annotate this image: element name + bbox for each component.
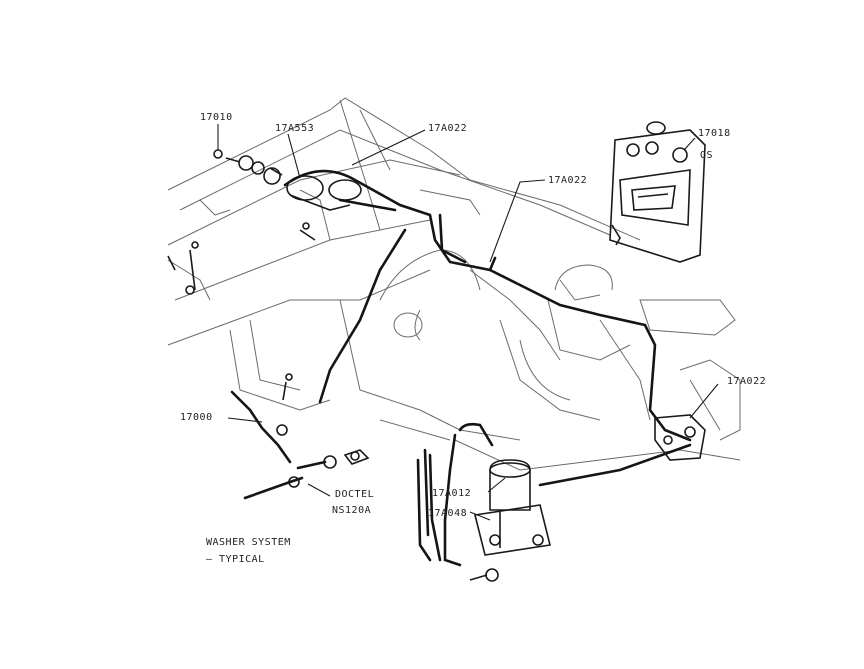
caption-line-1: WASHER SYSTEM	[206, 537, 291, 548]
callout-17a012: 17A012	[432, 488, 471, 499]
washer-hoses	[283, 169, 692, 442]
lower-check-valve	[230, 373, 370, 500]
washer-reservoir	[609, 121, 706, 263]
callout-17a553: 17A553	[275, 123, 314, 134]
right-connector-block	[654, 414, 706, 461]
callout-qs: QS	[700, 150, 713, 161]
callout-17018: 17018	[698, 128, 731, 139]
vehicle-body-outline	[167, 97, 741, 471]
callout-17a048: 17A048	[428, 508, 467, 519]
caption-line-2: — TYPICAL	[206, 554, 265, 565]
diagram-caption: WASHER SYSTEM — TYPICAL	[206, 537, 291, 565]
callout-17a022-middle: 17A022	[548, 175, 587, 186]
callout-labels: 17010 17A553 17A022 17A022 17018 QS 17A0…	[180, 112, 766, 519]
callout-17a022-top: 17A022	[428, 123, 467, 134]
washer-pump	[416, 422, 692, 582]
callout-17010: 17010	[200, 112, 233, 123]
callout-doctel: DOCTEL	[335, 489, 374, 500]
callout-ns120a: NS120A	[332, 505, 371, 516]
leader-lines	[217, 124, 719, 521]
callout-17000: 17000	[180, 412, 213, 423]
callout-17a022-right: 17A022	[727, 376, 766, 387]
